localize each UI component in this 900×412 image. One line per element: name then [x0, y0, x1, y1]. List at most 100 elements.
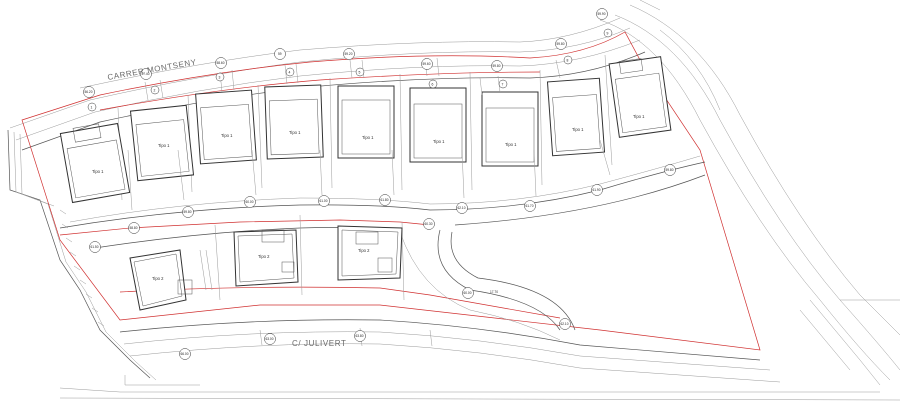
svg-text:66.00: 66.00: [181, 352, 189, 356]
elevation-marker: 60.00: [462, 287, 474, 299]
svg-text:59.90: 59.90: [598, 12, 606, 16]
lot-marker: 2: [150, 85, 160, 95]
svg-text:7: 7: [502, 83, 504, 87]
type-label: Tipo 1: [633, 114, 645, 119]
elevation-marker: 63.80: [354, 330, 366, 342]
svg-text:60.00: 60.00: [246, 200, 254, 204]
elevation-marker: 59.60: [421, 58, 433, 70]
svg-text:9: 9: [607, 32, 609, 36]
type-label: Tipo 1: [362, 135, 374, 140]
street-name-south: C/ JULIVERT: [292, 339, 346, 348]
elevation-marker: 57.40: [140, 68, 152, 80]
elevation-marker: 61.90: [591, 184, 603, 196]
elevation-marker: 61.80: [379, 194, 391, 206]
svg-text:8: 8: [567, 59, 569, 63]
elevation-marker: 61.70: [524, 200, 536, 212]
house-12: Tipo 2: [337, 225, 403, 281]
house-2: Tipo 1: [129, 104, 195, 182]
house-6: Tipo 1: [409, 87, 467, 163]
type-label: Tipo 1: [221, 133, 233, 138]
svg-text:59.80: 59.80: [666, 168, 674, 172]
type-label: Tipo 1: [433, 139, 445, 144]
elevation-marker: 62.10: [559, 318, 571, 330]
svg-text:59.80: 59.80: [184, 210, 192, 214]
svg-text:58.80: 58.80: [130, 226, 138, 230]
lot-marker: 8: [563, 55, 573, 65]
elevation-marker: 62.10: [456, 202, 468, 214]
lot-marker: 5: [355, 67, 365, 77]
elevation-marker: 58.60: [215, 57, 227, 69]
house-5: Tipo 1: [337, 85, 395, 159]
svg-text:59.80: 59.80: [557, 42, 565, 46]
svg-text:61.00: 61.00: [320, 199, 328, 203]
elevation-marker: 60.30: [423, 218, 435, 230]
elevation-marker: 63.00: [264, 333, 276, 345]
svg-text:61.70: 61.70: [526, 204, 534, 208]
street-name-north: CARRER MONTSENY: [107, 57, 198, 82]
house-9: Tipo 1: [608, 56, 672, 138]
dimension-label: 17.70: [490, 290, 498, 294]
svg-text:6: 6: [432, 83, 434, 87]
svg-text:5: 5: [359, 71, 361, 75]
elevation-marker: 59: [274, 48, 286, 60]
svg-text:1: 1: [91, 106, 93, 110]
svg-text:60.00: 60.00: [464, 291, 472, 295]
house-7: Tipo 1: [481, 91, 539, 167]
elevation-markers: 56.20 57.40 58.60 59 59.20 59.60 59.80 5…: [83, 8, 676, 360]
type-label: Tipo 1: [92, 169, 104, 174]
lot-numbers: 1 2 3 4 5 6 7 8 9: [87, 28, 613, 112]
house-10: Tipo 2: [129, 249, 193, 311]
context-lines: [59, 0, 900, 401]
type-label: Tipo 1: [505, 142, 517, 147]
svg-text:61.90: 61.90: [593, 188, 601, 192]
west-stairs: [7, 129, 157, 381]
property-boundary: [21, 31, 761, 351]
svg-text:63.00: 63.00: [266, 337, 274, 341]
svg-text:63.80: 63.80: [356, 334, 364, 338]
svg-text:57.40: 57.40: [142, 72, 150, 76]
type-label: Tipo 1: [158, 143, 170, 148]
type-label: Tipo 1: [572, 127, 584, 132]
svg-text:59.80: 59.80: [493, 64, 501, 68]
house-8: Tipo 1: [546, 77, 606, 157]
lot-marker: 9: [603, 28, 613, 38]
type-label: Tipo 2: [152, 276, 164, 281]
svg-text:3: 3: [219, 76, 221, 80]
lot-marker: 1: [87, 102, 97, 112]
house-3: Tipo 1: [195, 89, 257, 165]
elevation-marker: 59.80: [491, 60, 503, 72]
lot-marker: 3: [215, 72, 225, 82]
elevation-marker: 56.20: [83, 86, 95, 98]
lot-marker: 4: [285, 67, 295, 77]
elevation-marker: 59.20: [343, 48, 355, 60]
julivert-road: [119, 319, 781, 383]
elevation-marker: 58.80: [128, 222, 140, 234]
svg-text:60.30: 60.30: [425, 222, 433, 226]
lot-marker: 6: [428, 79, 438, 89]
elevation-marker: 66.00: [179, 348, 191, 360]
svg-text:62.10: 62.10: [561, 322, 569, 326]
house-1: Tipo 1: [59, 122, 131, 204]
north-row-houses: Tipo 1 Tipo 1 Tipo 1 Tipo 1 Tipo 1 Tipo …: [59, 54, 672, 211]
svg-text:2: 2: [154, 89, 156, 93]
house-4: Tipo 1: [264, 84, 324, 160]
svg-text:61.80: 61.80: [381, 198, 389, 202]
elevation-marker: 60.00: [244, 196, 256, 208]
type-label: Tipo 2: [358, 248, 370, 253]
house-11: Tipo 2: [233, 229, 299, 287]
elevation-marker: 59.80: [555, 38, 567, 50]
svg-text:56.20: 56.20: [85, 90, 93, 94]
inner-boundary: [59, 71, 541, 236]
type-label: Tipo 2: [258, 254, 270, 259]
lot-marker: 7: [498, 79, 508, 89]
svg-text:59.60: 59.60: [423, 62, 431, 66]
elevation-marker: 61.00: [318, 195, 330, 207]
type-label: Tipo 1: [289, 130, 301, 135]
svg-text:62.10: 62.10: [458, 206, 466, 210]
svg-text:58.60: 58.60: [217, 61, 225, 65]
svg-text:61.50: 61.50: [91, 245, 99, 249]
elevation-marker: 59.80: [664, 164, 676, 176]
elevation-marker: 59.80: [182, 206, 194, 218]
svg-text:59: 59: [278, 52, 282, 56]
